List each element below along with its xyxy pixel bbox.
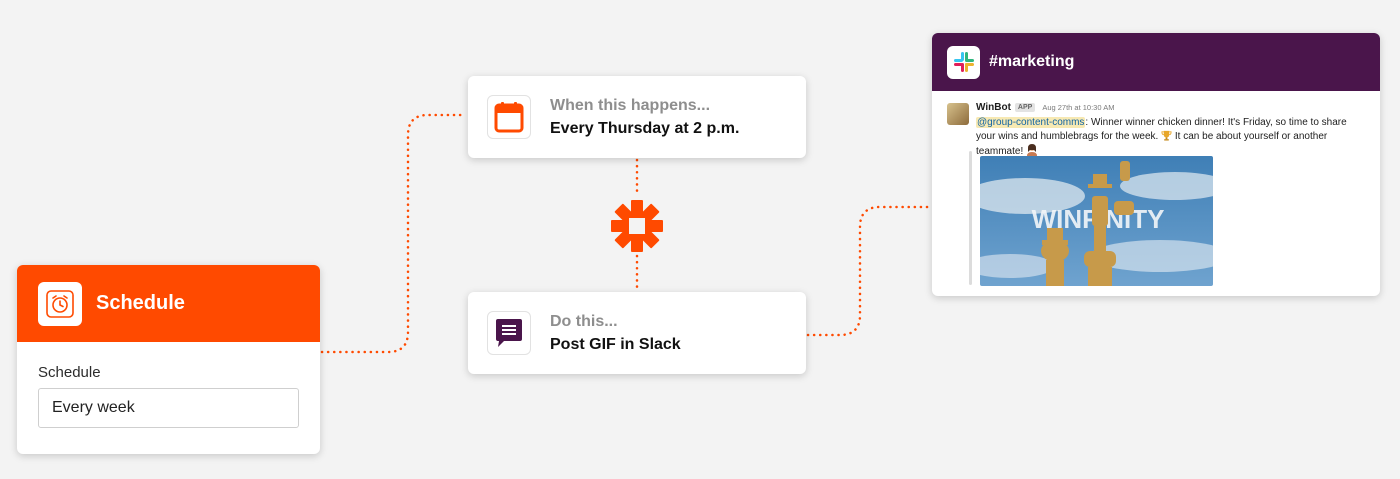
action-kicker: Do this... xyxy=(550,312,618,330)
app-badge: APP xyxy=(1014,103,1036,112)
message-text: @group-content-comms: Winner winner chic… xyxy=(976,116,1366,159)
alarm-clock-icon xyxy=(38,281,82,326)
message-text-part1: : Winner winner chicken dinner! It's Fri… xyxy=(976,117,1347,142)
schedule-card[interactable]: Schedule Schedule xyxy=(17,265,320,454)
action-step-card[interactable]: Do this... Post GIF in Slack xyxy=(468,292,806,374)
channel-name: #marketing xyxy=(989,53,1075,70)
message-text-part2: It can be about yourself or another team… xyxy=(976,131,1328,157)
schedule-input[interactable] xyxy=(38,388,299,428)
zapier-asterisk-icon xyxy=(611,200,663,252)
schedule-header: Schedule xyxy=(17,265,320,342)
person-emoji-icon xyxy=(1027,144,1038,156)
calendar-icon xyxy=(487,95,531,139)
schedule-field-label: Schedule xyxy=(38,364,101,381)
message-timestamp[interactable]: Aug 27th at 10:30 AM xyxy=(1042,103,1115,112)
bot-avatar xyxy=(947,103,969,125)
trigger-kicker: When this happens... xyxy=(550,96,711,114)
winfinity-gif[interactable]: WINFINITY xyxy=(980,156,1213,286)
action-step-text: Do this... Post GIF in Slack xyxy=(550,313,681,354)
chat-message-icon xyxy=(487,311,531,355)
trigger-step-card[interactable]: When this happens... Every Thursday at 2… xyxy=(468,76,806,158)
action-title: Post GIF in Slack xyxy=(550,335,681,353)
bot-name[interactable]: WinBot xyxy=(976,102,1011,113)
schedule-body: Schedule xyxy=(17,342,320,428)
slack-header: #marketing xyxy=(932,33,1380,91)
slack-logo-icon xyxy=(947,45,980,79)
slack-message: WinBot APP Aug 27th at 10:30 AM @group-c… xyxy=(932,91,1380,159)
trophy-icon xyxy=(1161,130,1172,141)
slack-preview-card[interactable]: #marketing WinBot APP Aug 27th at 10:30 … xyxy=(932,33,1380,296)
message-meta: WinBot APP Aug 27th at 10:30 AM xyxy=(976,102,1364,113)
trigger-step-text: When this happens... Every Thursday at 2… xyxy=(550,97,739,138)
group-mention[interactable]: @group-content-comms xyxy=(976,117,1086,128)
schedule-title: Schedule xyxy=(96,292,185,314)
trigger-title: Every Thursday at 2 p.m. xyxy=(550,119,740,137)
attachment-bar xyxy=(969,151,972,285)
